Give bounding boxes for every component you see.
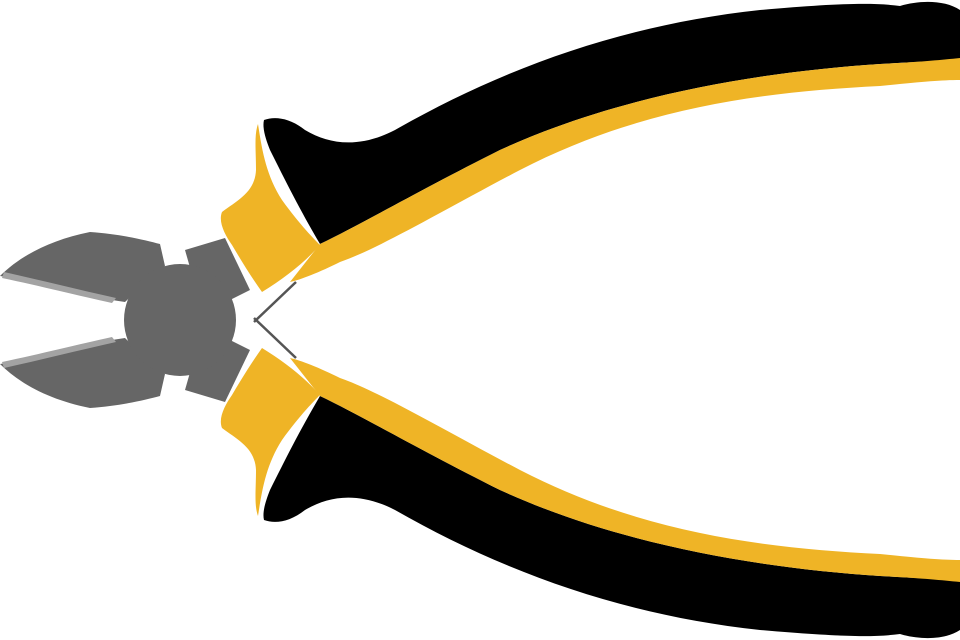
- lower-handle-yellow-stripe: [290, 358, 960, 582]
- upper-handle-yellow-stripe: [290, 58, 960, 282]
- spring-wire: [253, 281, 297, 359]
- lower-grip-collar: [220, 348, 320, 516]
- pliers-upper-half: [0, 1, 960, 303]
- upper-handle-black: [263, 1, 960, 245]
- pliers-lower-half: [0, 337, 960, 639]
- lower-handle-black: [263, 396, 960, 639]
- upper-blade-edge: [2, 272, 116, 303]
- pivot-joint: [124, 264, 236, 376]
- lower-blade-edge: [2, 337, 116, 368]
- upper-grip-collar: [220, 124, 320, 292]
- lower-jaw: [0, 338, 165, 408]
- upper-jaw: [0, 232, 165, 302]
